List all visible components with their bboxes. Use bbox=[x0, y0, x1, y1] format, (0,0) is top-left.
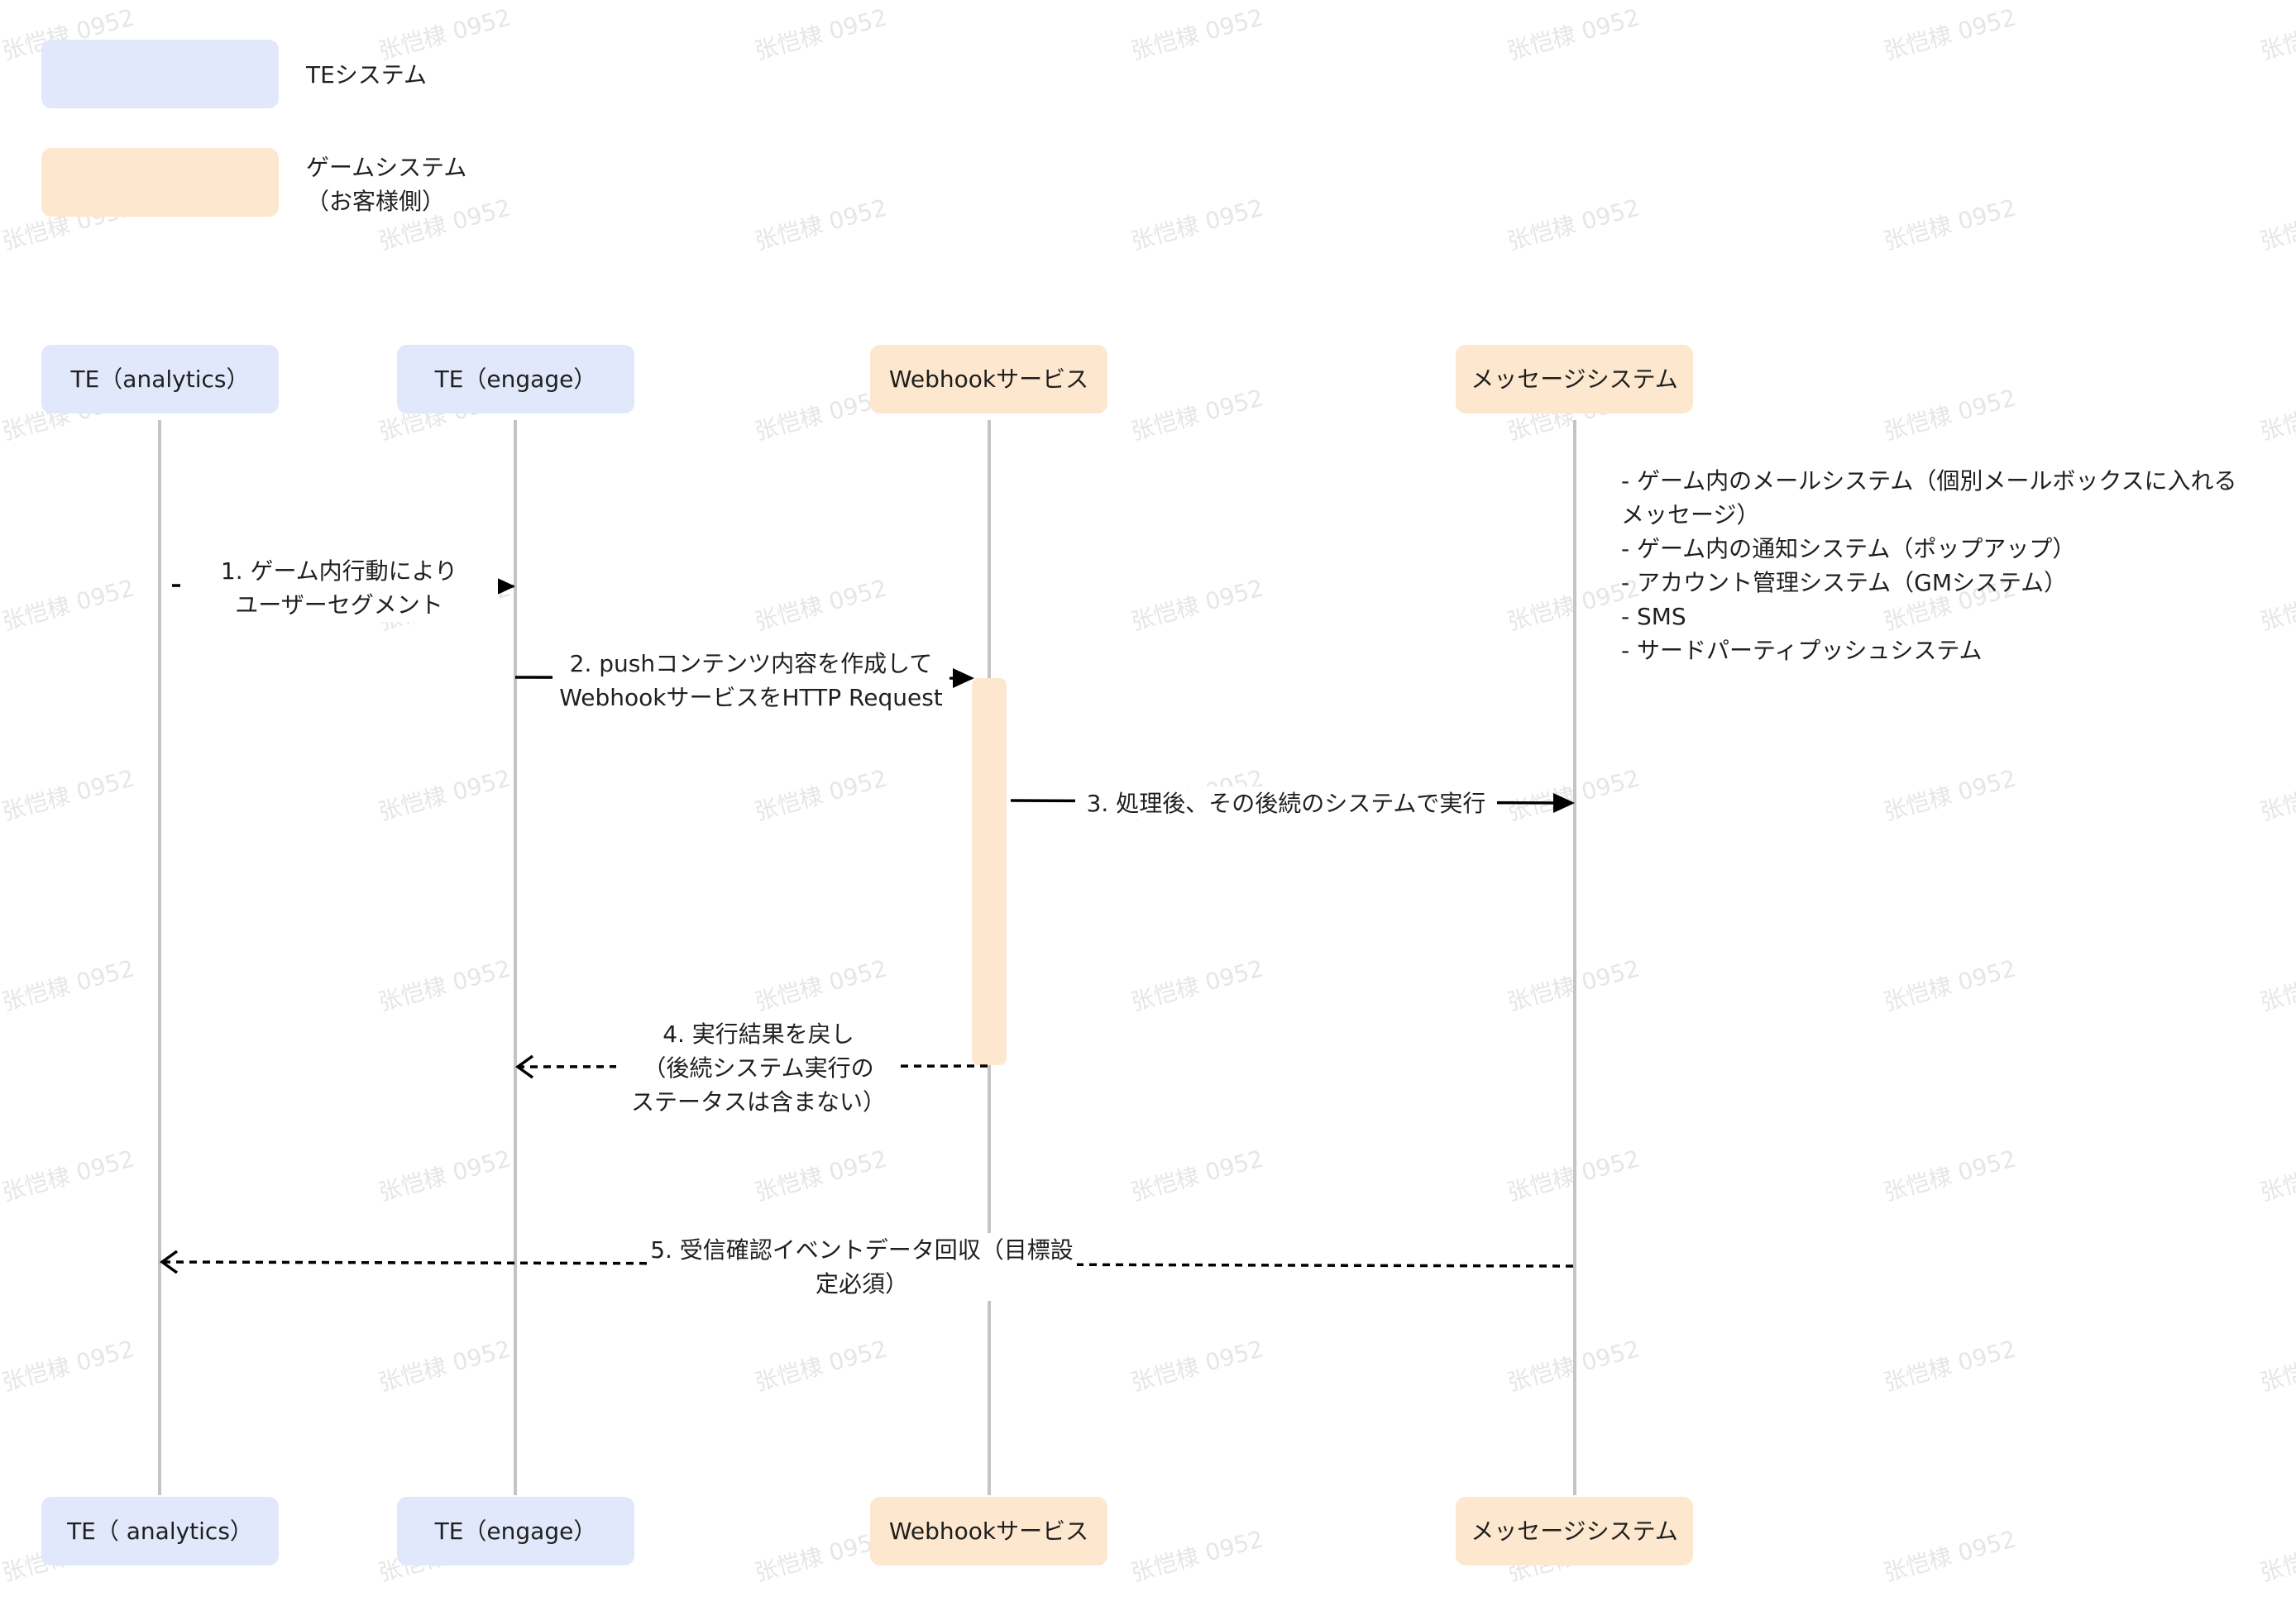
actor-bottom-message-system: メッセージシステム bbox=[1456, 1497, 1693, 1565]
legend-te-swatch bbox=[41, 40, 279, 108]
actor-bottom-te-engage: TE（engage） bbox=[397, 1497, 634, 1565]
message-3-label: 3. 処理後、その後続のシステムで実行 bbox=[1075, 786, 1497, 820]
actor-top-te-analytics: TE（analytics） bbox=[41, 345, 279, 413]
arrow-4-head bbox=[515, 1054, 534, 1079]
message-2-label: 2. pushコンテンツ内容を作成して WebhookサービスをHTTP Req… bbox=[552, 647, 949, 715]
lifeline-te-engage bbox=[514, 420, 517, 1495]
lifeline-message-system bbox=[1573, 420, 1576, 1495]
message-system-note: - ゲーム内のメールシステム（個別メールボックスに入れる メッセージ） - ゲー… bbox=[1621, 467, 2237, 664]
webhook-activation-bar bbox=[972, 678, 1007, 1065]
message-5-label: 5. 受信確認イベントデータ回収（目標設 定必須） bbox=[647, 1233, 1077, 1301]
message-1-label: 1. ゲーム内行動により ユーザーセグメント bbox=[180, 554, 498, 622]
legend-game-label: ゲームシステム （お客様側） bbox=[306, 154, 467, 215]
lifeline-te-analytics bbox=[158, 420, 161, 1495]
actor-top-message-system: メッセージシステム bbox=[1456, 345, 1693, 413]
actor-top-webhook: Webhookサービス bbox=[870, 345, 1107, 413]
message-4-label: 4. 実行結果を戻し （後続システム実行の ステータスは含まない） bbox=[616, 1017, 901, 1119]
arrow-5-head bbox=[160, 1250, 179, 1274]
legend-te-label: TEシステム bbox=[306, 61, 427, 88]
arrow-1-head bbox=[494, 576, 515, 596]
actor-bottom-webhook: Webhookサービス bbox=[870, 1497, 1107, 1565]
legend-game-swatch bbox=[41, 148, 279, 217]
arrow-3-head bbox=[1553, 793, 1575, 813]
arrow-4-line bbox=[519, 1064, 988, 1068]
actor-bottom-te-analytics: TE（ analytics） bbox=[41, 1497, 279, 1565]
arrow-2-head bbox=[953, 668, 974, 688]
actor-top-te-engage: TE（engage） bbox=[397, 345, 634, 413]
